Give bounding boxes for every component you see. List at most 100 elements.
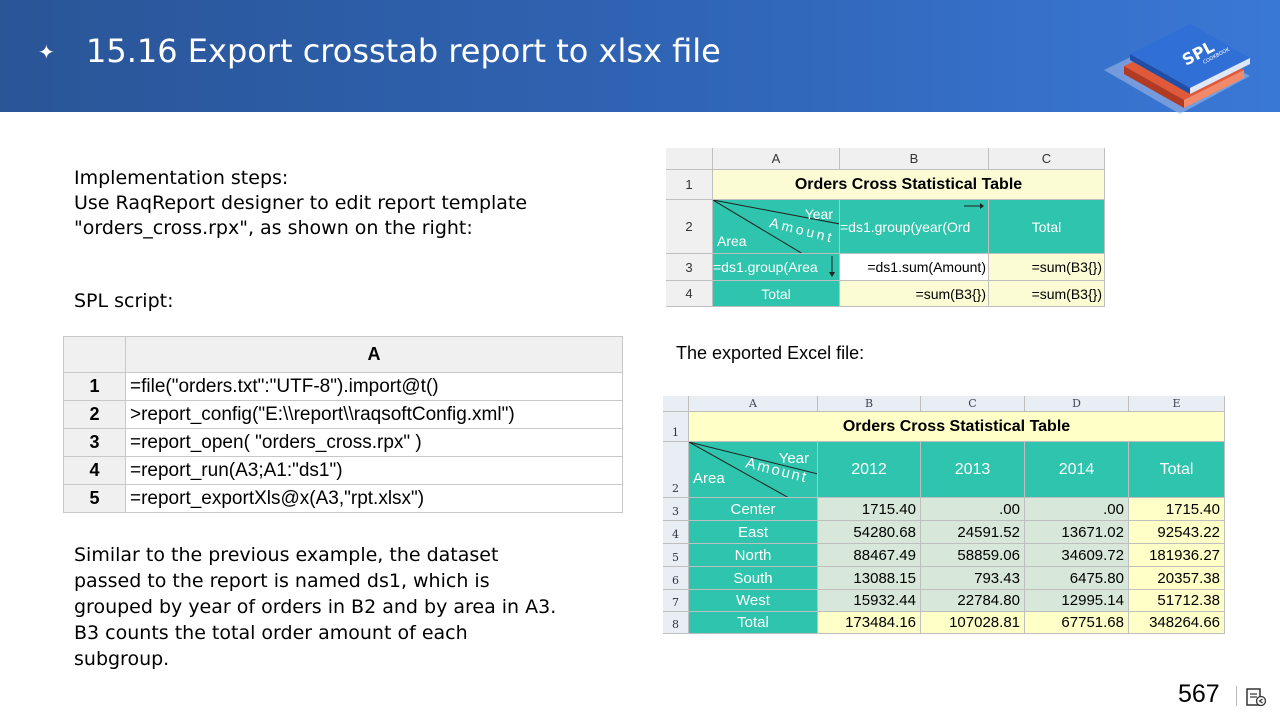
value-cell[interactable]: 793.43 (921, 567, 1025, 590)
code-cell[interactable]: =report_open( "orders_cross.rpx" ) (125, 428, 623, 457)
col-header-e[interactable]: E (1129, 396, 1225, 412)
slide-notes-icon[interactable] (1245, 686, 1267, 708)
value-cell[interactable]: 34609.72 (1025, 544, 1129, 567)
cell-a3-text: =ds1.group(Area (713, 259, 818, 275)
area-cell[interactable]: West (689, 590, 818, 612)
value-cell[interactable]: 12995.14 (1025, 590, 1129, 612)
cell-c2[interactable]: Total (989, 200, 1105, 254)
excel-title-cell[interactable]: Orders Cross Statistical Table (689, 412, 1225, 442)
row-number: 3 (63, 428, 126, 457)
value-cell[interactable]: 15932.44 (818, 590, 921, 612)
area-cell[interactable]: Center (689, 498, 818, 521)
total-cell[interactable]: 92543.22 (1129, 521, 1225, 544)
total-cell[interactable]: 181936.27 (1129, 544, 1225, 567)
spl-script-table: A 1 =file("orders.txt":"UTF-8").import@t… (63, 336, 623, 513)
row-header-4[interactable]: 4 (663, 521, 689, 544)
col-header-c[interactable]: C (921, 396, 1025, 412)
table-row: 2 >report_config("E:\\report\\raqsoftCon… (63, 400, 623, 429)
total-cell[interactable]: 1715.40 (1129, 498, 1225, 521)
steps-line-3: "orders_cross.rpx", as shown on the righ… (74, 217, 473, 239)
row-number: 1 (63, 372, 126, 401)
value-cell[interactable]: 24591.52 (921, 521, 1025, 544)
row-header-3[interactable]: 3 (663, 498, 689, 521)
value-cell[interactable]: 6475.80 (1025, 567, 1129, 590)
report-title-cell[interactable]: Orders Cross Statistical Table (713, 170, 1105, 200)
col-header-b[interactable]: B (840, 148, 989, 170)
value-cell[interactable]: 1715.40 (818, 498, 921, 521)
bullet-star-icon: ✦ (38, 40, 55, 64)
row-number: 2 (63, 400, 126, 429)
year-header-2013[interactable]: 2013 (921, 442, 1025, 498)
col-header-a[interactable]: A (713, 148, 840, 170)
area-cell[interactable]: East (689, 521, 818, 544)
code-cell[interactable]: =file("orders.txt":"UTF-8").import@t() (125, 372, 623, 401)
slide-title: 15.16 Export crosstab report to xlsx fil… (86, 32, 721, 70)
steps-line-2: Use RaqReport designer to edit report te… (74, 192, 528, 214)
value-cell[interactable]: 13671.02 (1025, 521, 1129, 544)
code-cell[interactable]: >report_config("E:\\report\\raqsoftConfi… (125, 400, 623, 429)
total-cell[interactable]: 20357.38 (1129, 567, 1225, 590)
col-header-d[interactable]: D (1025, 396, 1129, 412)
row-header-2[interactable]: 2 (663, 442, 689, 498)
row-header-1[interactable]: 1 (663, 412, 689, 442)
diagonal-lines-icon (713, 200, 839, 253)
row-header-8[interactable]: 8 (663, 612, 689, 634)
value-cell[interactable]: 22784.80 (921, 590, 1025, 612)
total-column-header[interactable]: Total (1129, 442, 1225, 498)
page-number: 567 (1178, 680, 1220, 708)
value-cell[interactable]: 13088.15 (818, 567, 921, 590)
arrow-right-icon (964, 203, 984, 209)
col-header-b[interactable]: B (818, 396, 921, 412)
corner-cell[interactable] (663, 396, 689, 412)
cell-b3[interactable]: =ds1.sum(Amount) (840, 254, 989, 281)
code-cell[interactable]: =report_exportXls@x(A3,"rpt.xlsx") (125, 484, 623, 513)
row-number: 5 (63, 484, 126, 513)
excel-corner-area: Area (693, 470, 725, 487)
area-cell[interactable]: North (689, 544, 818, 567)
row-header-4[interactable]: 4 (666, 281, 713, 307)
corner-slash-cell[interactable]: Year Amount Area (713, 200, 840, 254)
year-header-2012[interactable]: 2012 (818, 442, 921, 498)
report-designer-grid: A B C 1 2 3 4 Orders Cross Statistical T… (666, 148, 1106, 308)
col-header-c[interactable]: C (989, 148, 1105, 170)
arrow-down-icon (829, 256, 835, 277)
table-row: 5 =report_exportXls@x(A3,"rpt.xlsx") (63, 484, 623, 513)
total-cell[interactable]: 51712.38 (1129, 590, 1225, 612)
value-cell[interactable]: 88467.49 (818, 544, 921, 567)
cell-c3[interactable]: =sum(B3{}) (989, 254, 1105, 281)
area-cell[interactable]: South (689, 567, 818, 590)
cell-c4[interactable]: =sum(B3{}) (989, 281, 1105, 307)
value-cell[interactable]: 54280.68 (818, 521, 921, 544)
value-cell[interactable]: .00 (921, 498, 1025, 521)
year-header-2014[interactable]: 2014 (1025, 442, 1129, 498)
area-total-cell[interactable]: Total (689, 612, 818, 634)
row-header-3[interactable]: 3 (666, 254, 713, 281)
code-cell[interactable]: =report_run(A3;A1:"ds1") (125, 456, 623, 485)
cell-b2-text: =ds1.group(year(Ord (840, 218, 971, 235)
grand-total-cell[interactable]: 348264.66 (1129, 612, 1225, 634)
col-header-a[interactable]: A (689, 396, 818, 412)
row-header-2[interactable]: 2 (666, 200, 713, 254)
row-header-1[interactable]: 1 (666, 170, 713, 200)
cell-a3[interactable]: =ds1.group(Area (713, 254, 840, 281)
row-header-7[interactable]: 7 (663, 590, 689, 612)
value-cell[interactable]: 58859.06 (921, 544, 1025, 567)
column-header-a: A (125, 336, 623, 373)
footer-divider (1236, 686, 1237, 706)
value-cell[interactable]: .00 (1025, 498, 1129, 521)
total-cell[interactable]: 67751.68 (1025, 612, 1129, 634)
spl-script-label: SPL script: (74, 290, 174, 312)
cell-b4[interactable]: =sum(B3{}) (840, 281, 989, 307)
excel-corner-slash-cell[interactable]: Year Amount Area (689, 442, 818, 498)
row-header-6[interactable]: 6 (663, 567, 689, 590)
table-row: 4 =report_run(A3;A1:"ds1") (63, 456, 623, 485)
corner-area-label: Area (717, 233, 747, 249)
row-number: 4 (63, 456, 126, 485)
total-cell[interactable]: 173484.16 (818, 612, 921, 634)
corner-cell (63, 336, 126, 373)
row-header-5[interactable]: 5 (663, 544, 689, 567)
diagonal-lines-icon (689, 442, 817, 497)
total-cell[interactable]: 107028.81 (921, 612, 1025, 634)
cell-b2[interactable]: =ds1.group(year(Ord (840, 200, 989, 254)
cell-a4[interactable]: Total (713, 281, 840, 307)
